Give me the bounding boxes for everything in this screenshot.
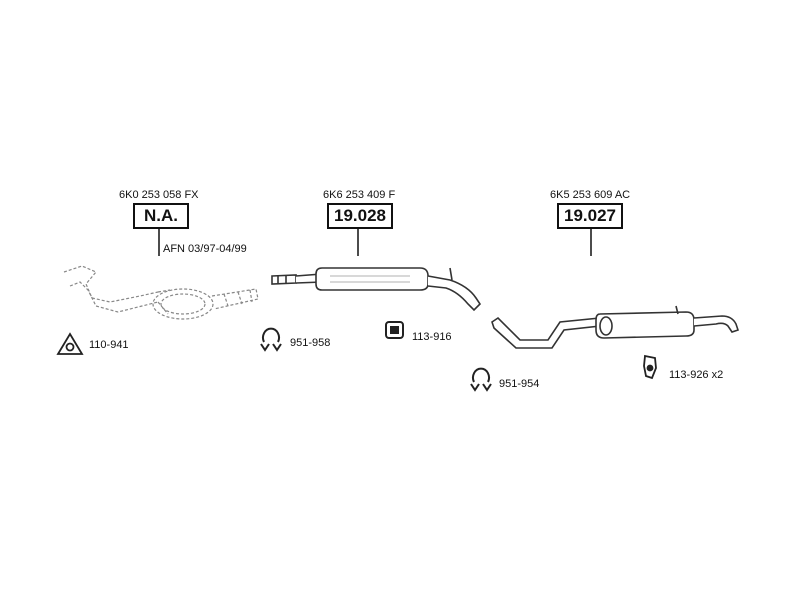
rubber-mount-icon[interactable] [385, 321, 404, 339]
hanger-icon[interactable] [643, 354, 657, 380]
part-oe-number: 6K0 253 058 FX [119, 189, 199, 201]
catalytic-converter-part[interactable] [63, 265, 259, 320]
gasket-icon[interactable] [56, 332, 84, 355]
accessory-code: 113-916 [412, 331, 452, 343]
part-ref-box[interactable]: N.A. [133, 203, 189, 229]
rear-silencer-part[interactable] [491, 305, 740, 349]
accessory-code: 110-941 [89, 339, 129, 351]
accessory-code: 951-954 [499, 378, 540, 390]
clamp-icon[interactable] [470, 367, 492, 392]
part-ref-box[interactable]: 19.027 [557, 203, 623, 229]
part-oe-number: 6K5 253 609 AC [550, 189, 631, 201]
part-ref-box[interactable]: 19.028 [327, 203, 393, 229]
accessory-code: 113-926 x2 [669, 369, 724, 381]
accessory-code: 951-958 [290, 337, 331, 349]
part-note: AFN 03/97-04/99 [163, 243, 247, 255]
part-oe-number: 6K6 253 409 F [323, 189, 396, 201]
middle-silencer-part[interactable] [271, 267, 482, 312]
clamp-icon[interactable] [260, 327, 282, 352]
